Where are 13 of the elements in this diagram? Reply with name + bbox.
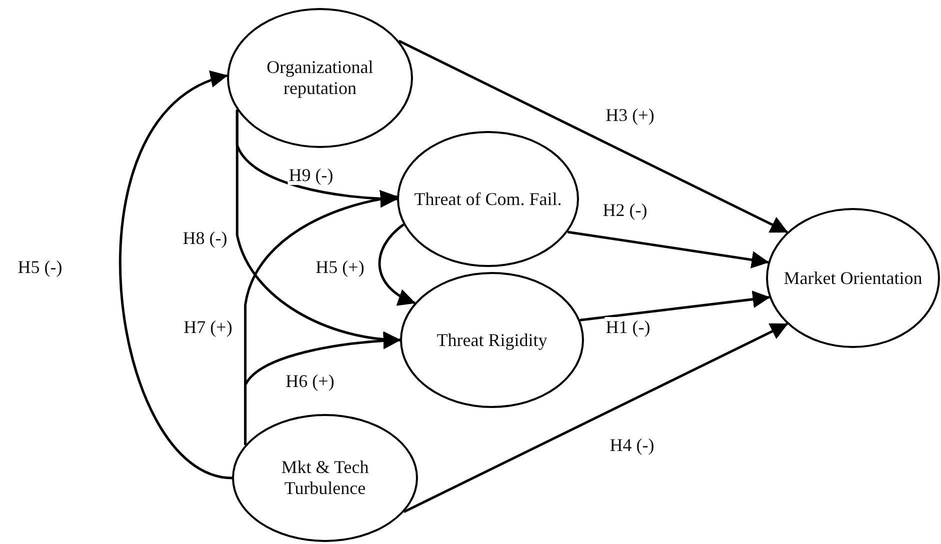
arrow: [403, 322, 788, 514]
construct-label: Mkt & Tech Turbulence: [280, 457, 370, 499]
arrow: [378, 224, 416, 305]
arrow: [398, 40, 788, 234]
construct-label: Organizational reputation: [266, 57, 374, 99]
arrow: [120, 74, 232, 480]
construct-label: Threat of Com. Fail.: [414, 188, 562, 210]
arrow: [580, 290, 770, 322]
construct-label: Market Orientation: [784, 268, 922, 288]
arrow: [244, 332, 401, 446]
construct-label: Threat Rigidity: [436, 330, 548, 350]
arrow: [567, 230, 770, 268]
edge-label: H1 (-): [604, 317, 652, 337]
